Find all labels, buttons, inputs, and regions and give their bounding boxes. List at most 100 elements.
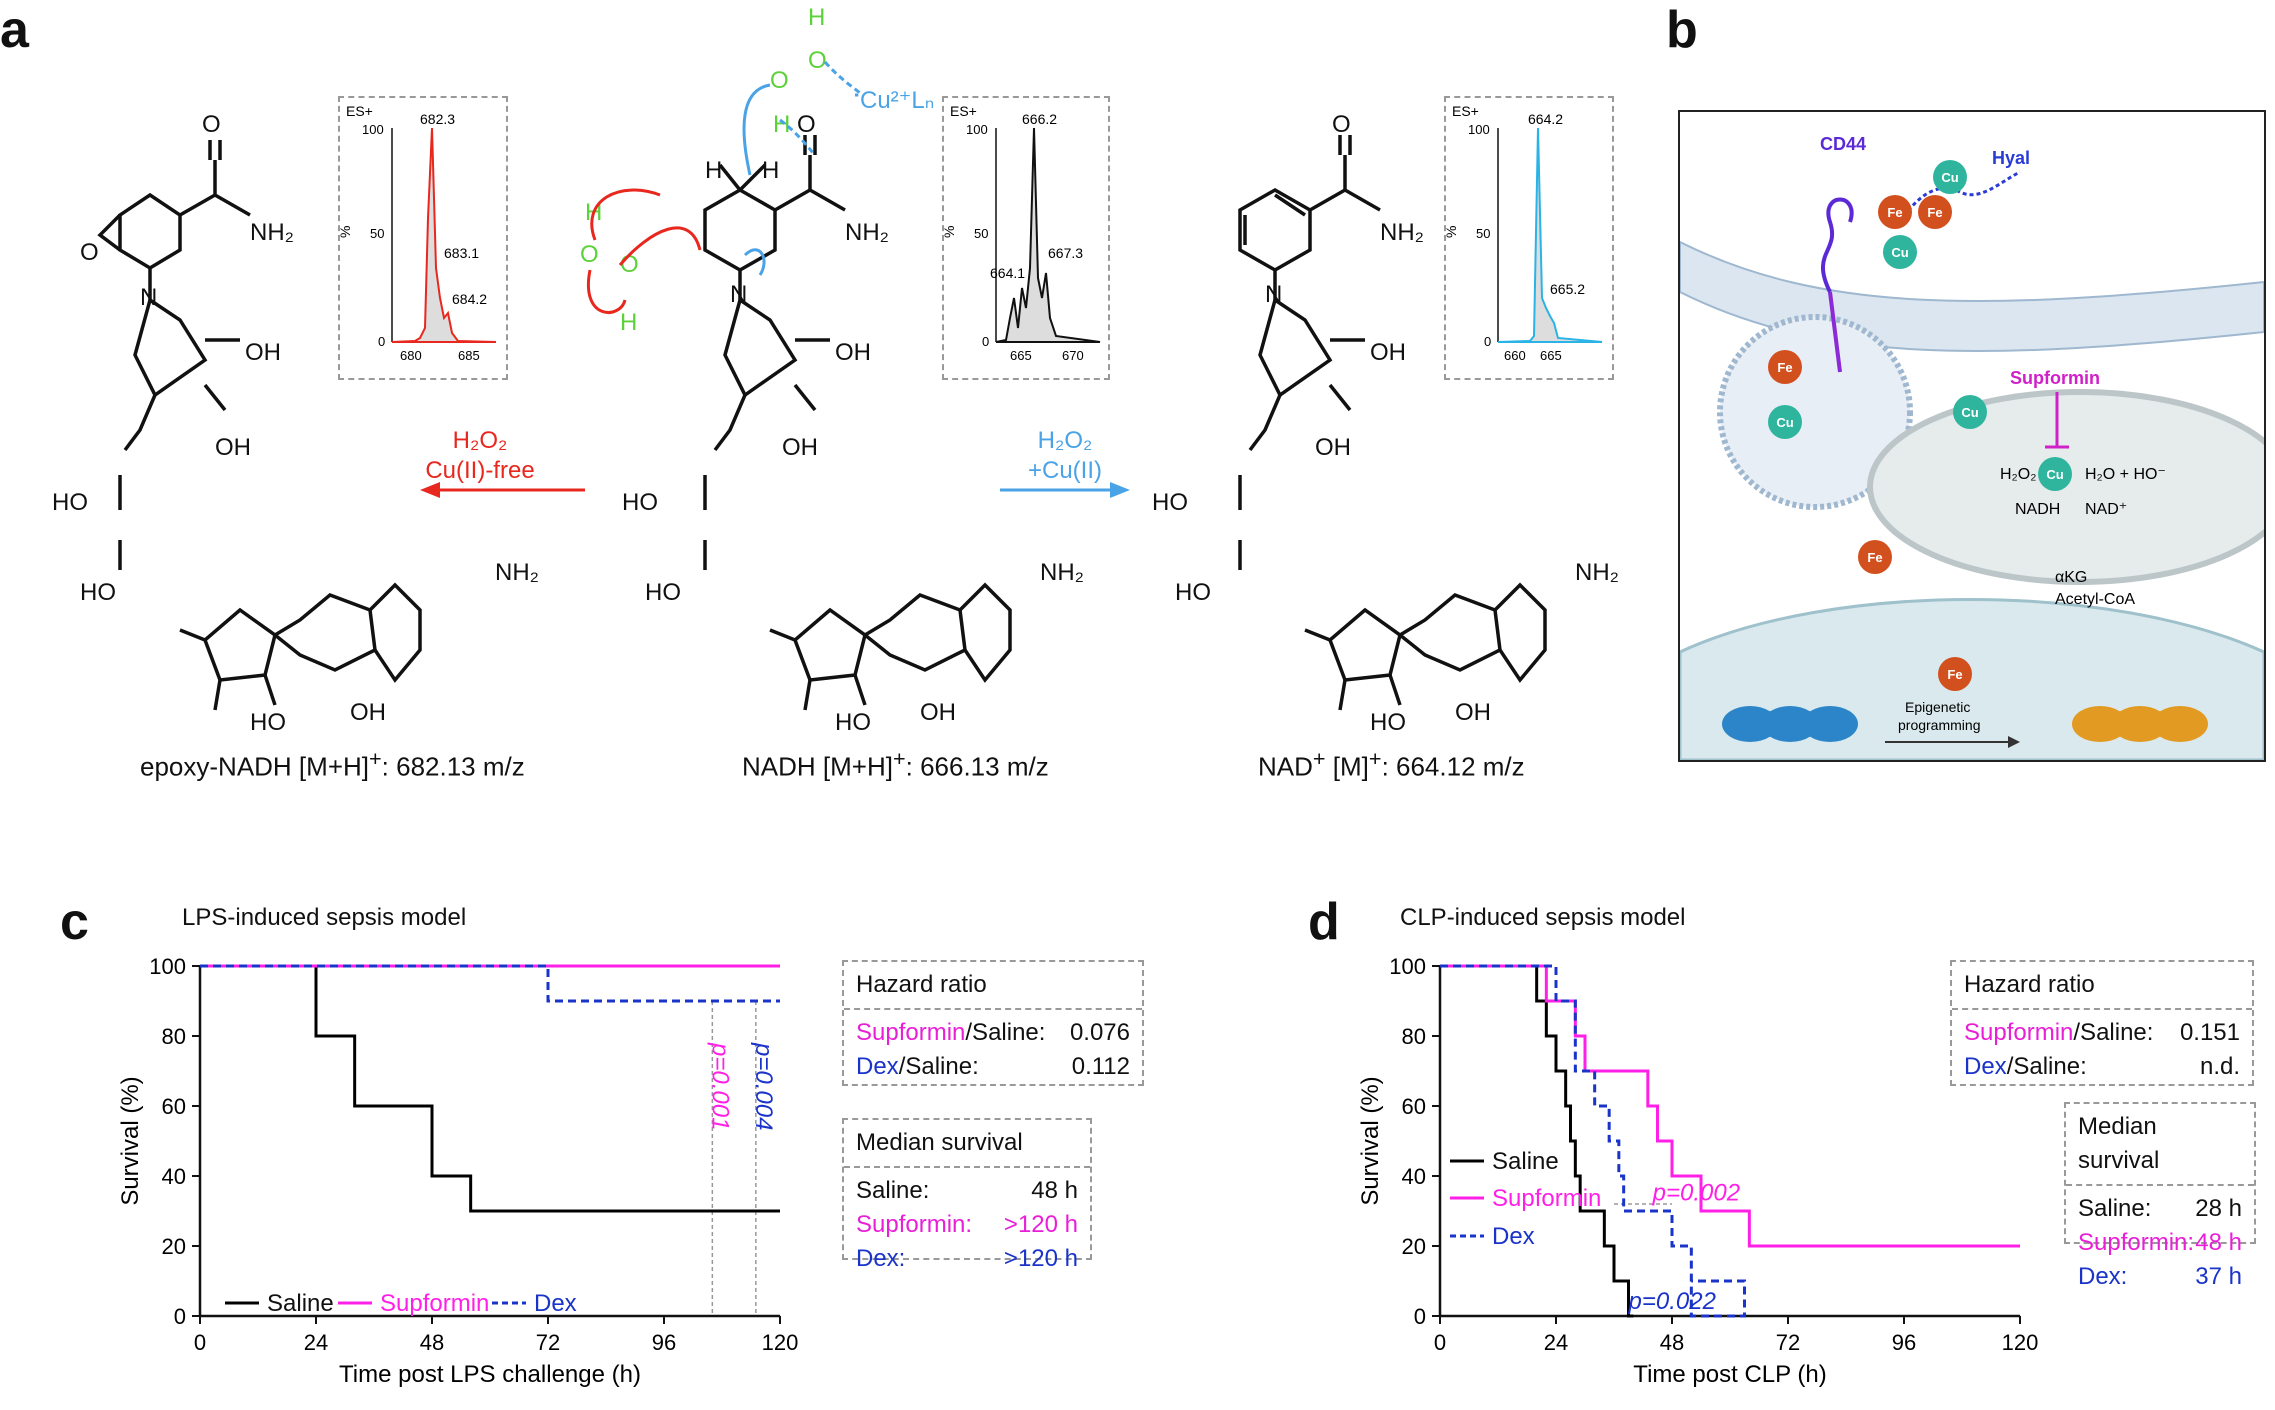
x-tick-label: 24 bbox=[1544, 1330, 1568, 1355]
legend-label-dex: Dex bbox=[534, 1290, 577, 1317]
svg-text:50: 50 bbox=[974, 226, 988, 241]
hazard-box-d: Hazard ratio Supformin/Saline:0.151 Dex/… bbox=[1950, 960, 2254, 1086]
svg-text:Cu: Cu bbox=[1776, 415, 1793, 430]
x-axis-label: Time post LPS challenge (h) bbox=[339, 1361, 641, 1388]
atom-o: O bbox=[580, 241, 599, 268]
svg-text:%: % bbox=[1446, 226, 1459, 238]
molecule-bonds bbox=[97, 135, 1547, 711]
svg-text:Cu: Cu bbox=[1891, 245, 1908, 260]
left-adenosine-ribose bbox=[202, 607, 277, 682]
atom-n: N bbox=[730, 281, 747, 308]
cu-ion bbox=[1768, 405, 1802, 439]
atom-oh: OH bbox=[1315, 434, 1351, 461]
left-ribose bbox=[133, 297, 208, 398]
atom-ho: HO bbox=[645, 579, 681, 606]
atom-oh: OH bbox=[215, 434, 251, 461]
atom-o: O bbox=[80, 239, 99, 266]
atom-nh2: NH₂ bbox=[1380, 219, 1424, 246]
cu-label: Cu²⁺Lₙ bbox=[860, 87, 934, 114]
x-tick-label: 96 bbox=[1892, 1330, 1916, 1355]
svg-text:Fe: Fe bbox=[1887, 205, 1902, 220]
svg-text:660: 660 bbox=[1504, 348, 1526, 363]
p-value-label: p=0.022 bbox=[1628, 1288, 1716, 1315]
y-tick-label: 60 bbox=[162, 1094, 186, 1119]
y-tick-label: 20 bbox=[1402, 1234, 1426, 1259]
y-tick-label: 80 bbox=[1402, 1024, 1426, 1049]
legend-label-supformin: Supformin bbox=[1492, 1185, 1601, 1212]
atom-nh2: NH₂ bbox=[495, 559, 539, 586]
cu-ion bbox=[2038, 457, 2072, 491]
svg-text:684.2: 684.2 bbox=[452, 291, 487, 307]
svg-text:680: 680 bbox=[400, 348, 422, 363]
x-tick-label: 96 bbox=[652, 1330, 676, 1355]
svg-text:683.1: 683.1 bbox=[444, 245, 479, 261]
left-arrow-top: H₂O₂ bbox=[453, 427, 508, 454]
right-arrow-top: H₂O₂ bbox=[1038, 427, 1093, 454]
chromatin-right bbox=[2072, 706, 2208, 742]
atom-ho: HO bbox=[1152, 489, 1188, 516]
panel-a-schematic: O N NH₂ O OH OH HO HO NH₂ HO OH N NH₂ O … bbox=[52, 4, 1619, 736]
svg-text:ES+: ES+ bbox=[950, 103, 977, 119]
nadh-caption: NADH [M+H]+: 666.13 m/z bbox=[742, 746, 1049, 782]
left-reaction-arrow bbox=[420, 482, 585, 498]
nad-caption: NAD+ [M]+: 664.12 m/z bbox=[1258, 746, 1525, 782]
svg-text:Fe: Fe bbox=[1777, 360, 1792, 375]
legend-label-saline: Saline bbox=[1492, 1148, 1559, 1175]
y-tick-label: 0 bbox=[1414, 1304, 1426, 1329]
atom-o: O bbox=[1332, 111, 1351, 138]
atom-o: O bbox=[797, 111, 816, 138]
legend-label-dex: Dex bbox=[1492, 1223, 1535, 1250]
fe-ion bbox=[1918, 195, 1952, 229]
median-box-c: Median survival Saline:48 h Supformin:>1… bbox=[842, 1118, 1092, 1272]
svg-text:50: 50 bbox=[1476, 226, 1490, 241]
series-saline bbox=[1440, 964, 1634, 1318]
p-value-label: p=0.001 bbox=[706, 1042, 733, 1130]
y-tick-label: 0 bbox=[174, 1304, 186, 1329]
svg-text:664.1: 664.1 bbox=[990, 265, 1025, 281]
svg-text:Cu: Cu bbox=[2046, 467, 2063, 482]
panel-letter-a: a bbox=[0, 1, 29, 59]
right-arrow-bottom: +Cu(II) bbox=[1028, 457, 1102, 484]
x-axis-label: Time post CLP (h) bbox=[1633, 1361, 1826, 1388]
svg-text:665: 665 bbox=[1540, 348, 1562, 363]
atom-h: H bbox=[620, 309, 637, 336]
atom-o: O bbox=[770, 67, 789, 94]
svg-text:0: 0 bbox=[378, 334, 385, 349]
fe-ion bbox=[1878, 195, 1912, 229]
hazard-box-c: Hazard ratio Supformin/Saline:0.076 Dex/… bbox=[842, 960, 1144, 1086]
series-saline bbox=[200, 964, 780, 1213]
spectrum-inset-nad: ES+ % 100 50 0 664.2 665.2 660 665 bbox=[1443, 96, 1614, 380]
svg-text:682.3: 682.3 bbox=[420, 111, 455, 127]
fe-ion bbox=[1858, 540, 1892, 574]
series-dex bbox=[1440, 964, 1746, 1318]
svg-text:NADH: NADH bbox=[2015, 501, 2060, 518]
endosome bbox=[1717, 314, 1913, 510]
x-tick-label: 72 bbox=[536, 1330, 560, 1355]
svg-text:100: 100 bbox=[362, 122, 384, 137]
svg-text:Cu: Cu bbox=[1961, 405, 1978, 420]
median-box-d: Median survival Saline:28 h Supformin:48… bbox=[2064, 1102, 2256, 1290]
hyal-chain bbox=[1898, 170, 2021, 223]
atom-ho: HO bbox=[52, 489, 88, 516]
panel-c-title: LPS-induced sepsis model bbox=[182, 904, 467, 931]
es-label: ES+ bbox=[346, 103, 373, 119]
x-tick-label: 48 bbox=[1660, 1330, 1684, 1355]
svg-text:100: 100 bbox=[966, 122, 988, 137]
peroxide-top: H O O H bbox=[770, 4, 827, 138]
atom-n-plus: N bbox=[1265, 281, 1282, 308]
x-tick-label: 0 bbox=[1434, 1330, 1446, 1355]
epoxy-ring bbox=[118, 192, 182, 271]
svg-text:685: 685 bbox=[458, 348, 480, 363]
svg-text:0: 0 bbox=[1484, 334, 1491, 349]
y-axis-label: Survival (%) bbox=[117, 1076, 144, 1205]
x-tick-label: 0 bbox=[194, 1330, 206, 1355]
x-tick-label: 48 bbox=[420, 1330, 444, 1355]
cd44-protein bbox=[1820, 197, 1854, 293]
atom-ho: HO bbox=[1370, 709, 1406, 736]
svg-text:Fe: Fe bbox=[1867, 550, 1882, 565]
atom-labels: O N NH₂ O OH OH HO HO NH₂ HO OH N NH₂ O … bbox=[52, 111, 1619, 736]
x-tick-label: 72 bbox=[1776, 1330, 1800, 1355]
atom-oh: OH bbox=[920, 699, 956, 726]
fe-ion bbox=[1768, 350, 1802, 384]
legend-label-supformin: Supformin bbox=[380, 1290, 489, 1317]
